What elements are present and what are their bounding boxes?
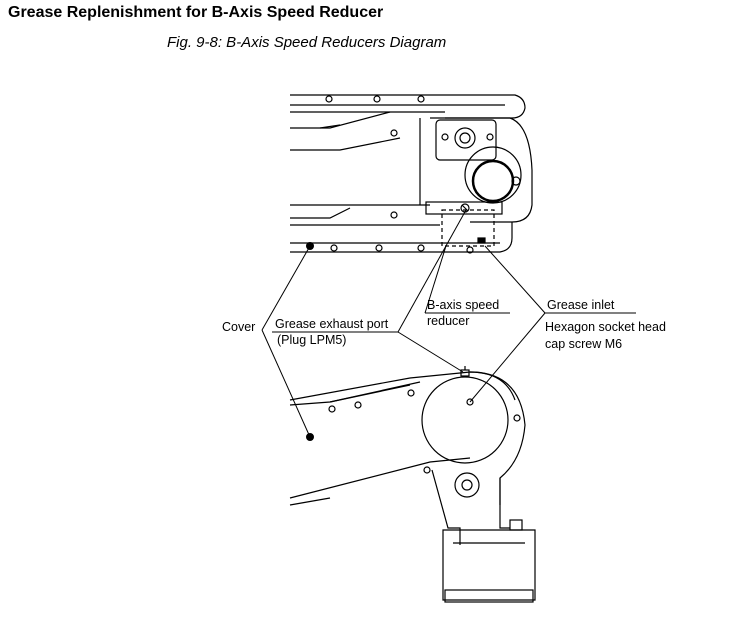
callout-leaders [261,209,636,441]
cover-pointer-dot-top [306,242,314,250]
inlet-screw-label-line1: Hexagon socket head [545,320,666,334]
top-arm-lower-edge [290,222,513,253]
reducer-label-line1: B-axis speed [427,298,499,312]
reducer-label-line2: reducer [427,314,469,328]
inlet-screw-label-line2: cap screw M6 [545,337,622,351]
section-heading: Grease Replenishment for B-Axis Speed Re… [8,4,384,21]
grease-inlet-label: Grease inlet [547,298,615,312]
side-view [289,366,536,603]
cover-pointer-dot-bottom [306,433,314,441]
top-view [290,94,533,254]
figure-caption: Fig. 9-8: B-Axis Speed Reducers Diagram [167,34,447,51]
top-arm-upper-edge [290,94,526,119]
exhaust-plug-label: (Plug LPM5) [277,333,346,347]
cover-label: Cover [222,320,255,334]
exhaust-port-label: Grease exhaust port [275,317,389,331]
